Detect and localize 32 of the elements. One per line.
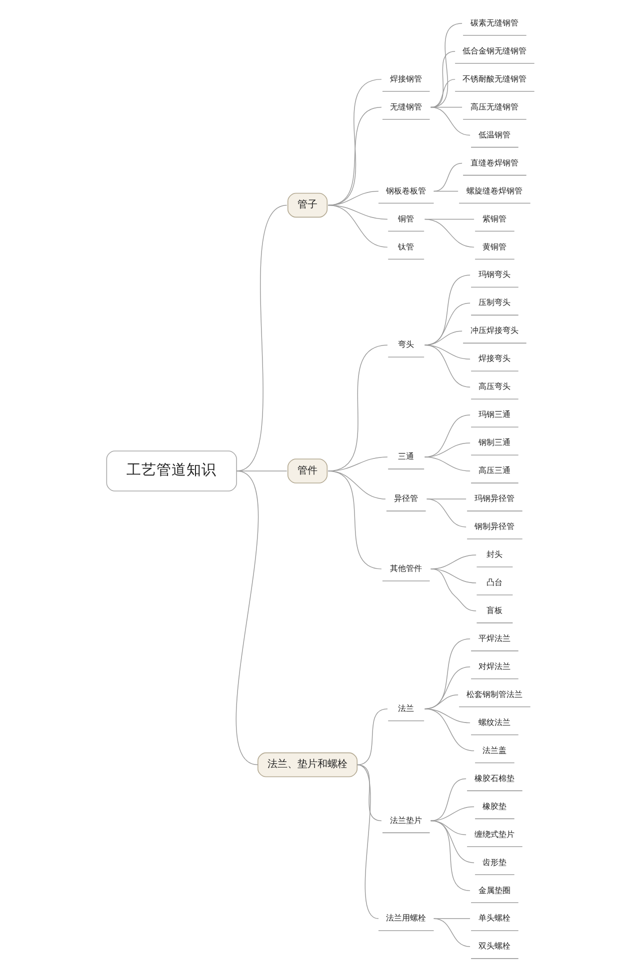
connector [327,470,382,570]
connector [430,22,462,108]
connector [236,470,287,472]
connector [430,78,455,108]
connector [327,106,382,206]
connector [424,456,470,472]
node-box: 法兰、垫片和螺栓 [256,752,358,778]
connector [426,498,466,500]
connector [327,78,382,206]
connector [430,50,455,108]
connector [424,344,470,388]
connector [430,820,470,892]
connector [327,456,388,472]
connector [424,302,470,346]
node-box: 管子 [286,192,328,218]
connector [235,470,258,766]
connector [432,162,462,192]
connector [424,274,470,346]
connector [430,106,470,136]
node-box: 工艺管道知识 [106,450,236,492]
connector [327,344,388,472]
connector [327,204,388,248]
connector [430,568,476,612]
connector [424,330,462,346]
node-box: 管件 [286,458,328,484]
connector [236,204,287,472]
connector [356,764,378,920]
connector [426,498,466,528]
connector [424,708,474,752]
connector [432,918,470,948]
connector [424,218,474,248]
connector [432,190,458,192]
